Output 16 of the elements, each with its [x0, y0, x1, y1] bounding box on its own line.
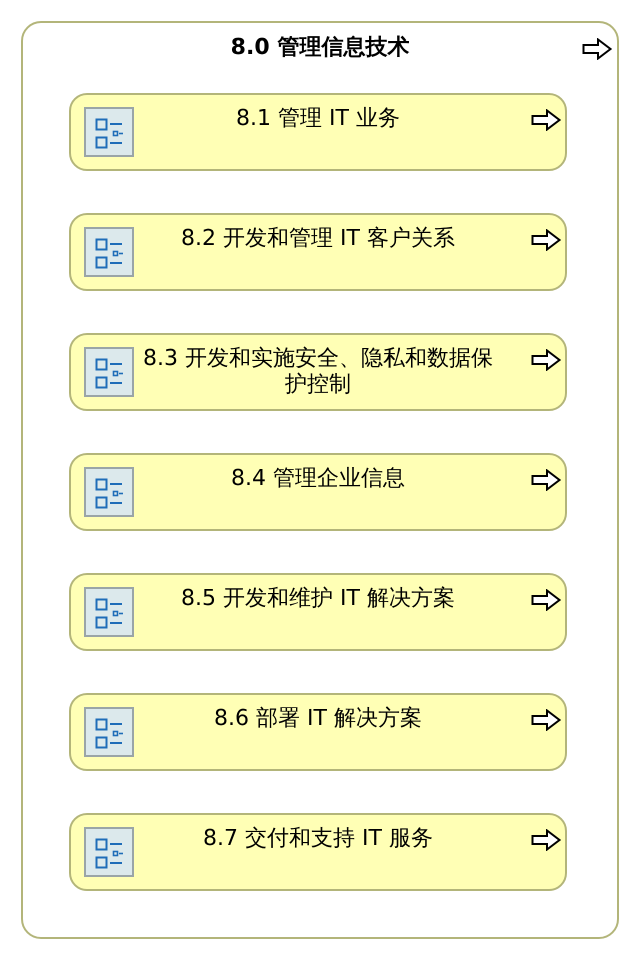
- process-box: [69, 693, 567, 771]
- process-box: [69, 93, 567, 171]
- process-label: 8.6 部署 IT 解决方案: [214, 706, 422, 732]
- process-box: [69, 573, 567, 651]
- process-label: 8.5 开发和维护 IT 解决方案: [181, 586, 455, 612]
- process-label: 8.2 开发和管理 IT 客户关系: [181, 226, 455, 252]
- process-box: [69, 213, 567, 291]
- process-label: 8.4 管理企业信息: [231, 466, 405, 492]
- process-label: 8.1 管理 IT 业务: [236, 106, 400, 132]
- process-box: [69, 453, 567, 531]
- process-box: [69, 813, 567, 891]
- process-label: 8.7 交付和支持 IT 服务: [203, 826, 433, 852]
- process-box: [69, 333, 567, 411]
- process-label: 8.3 开发和实施安全、隐私和数据保护控制: [142, 346, 494, 398]
- group-title: 8.0 管理信息技术: [230, 35, 410, 61]
- group-box: [21, 21, 619, 939]
